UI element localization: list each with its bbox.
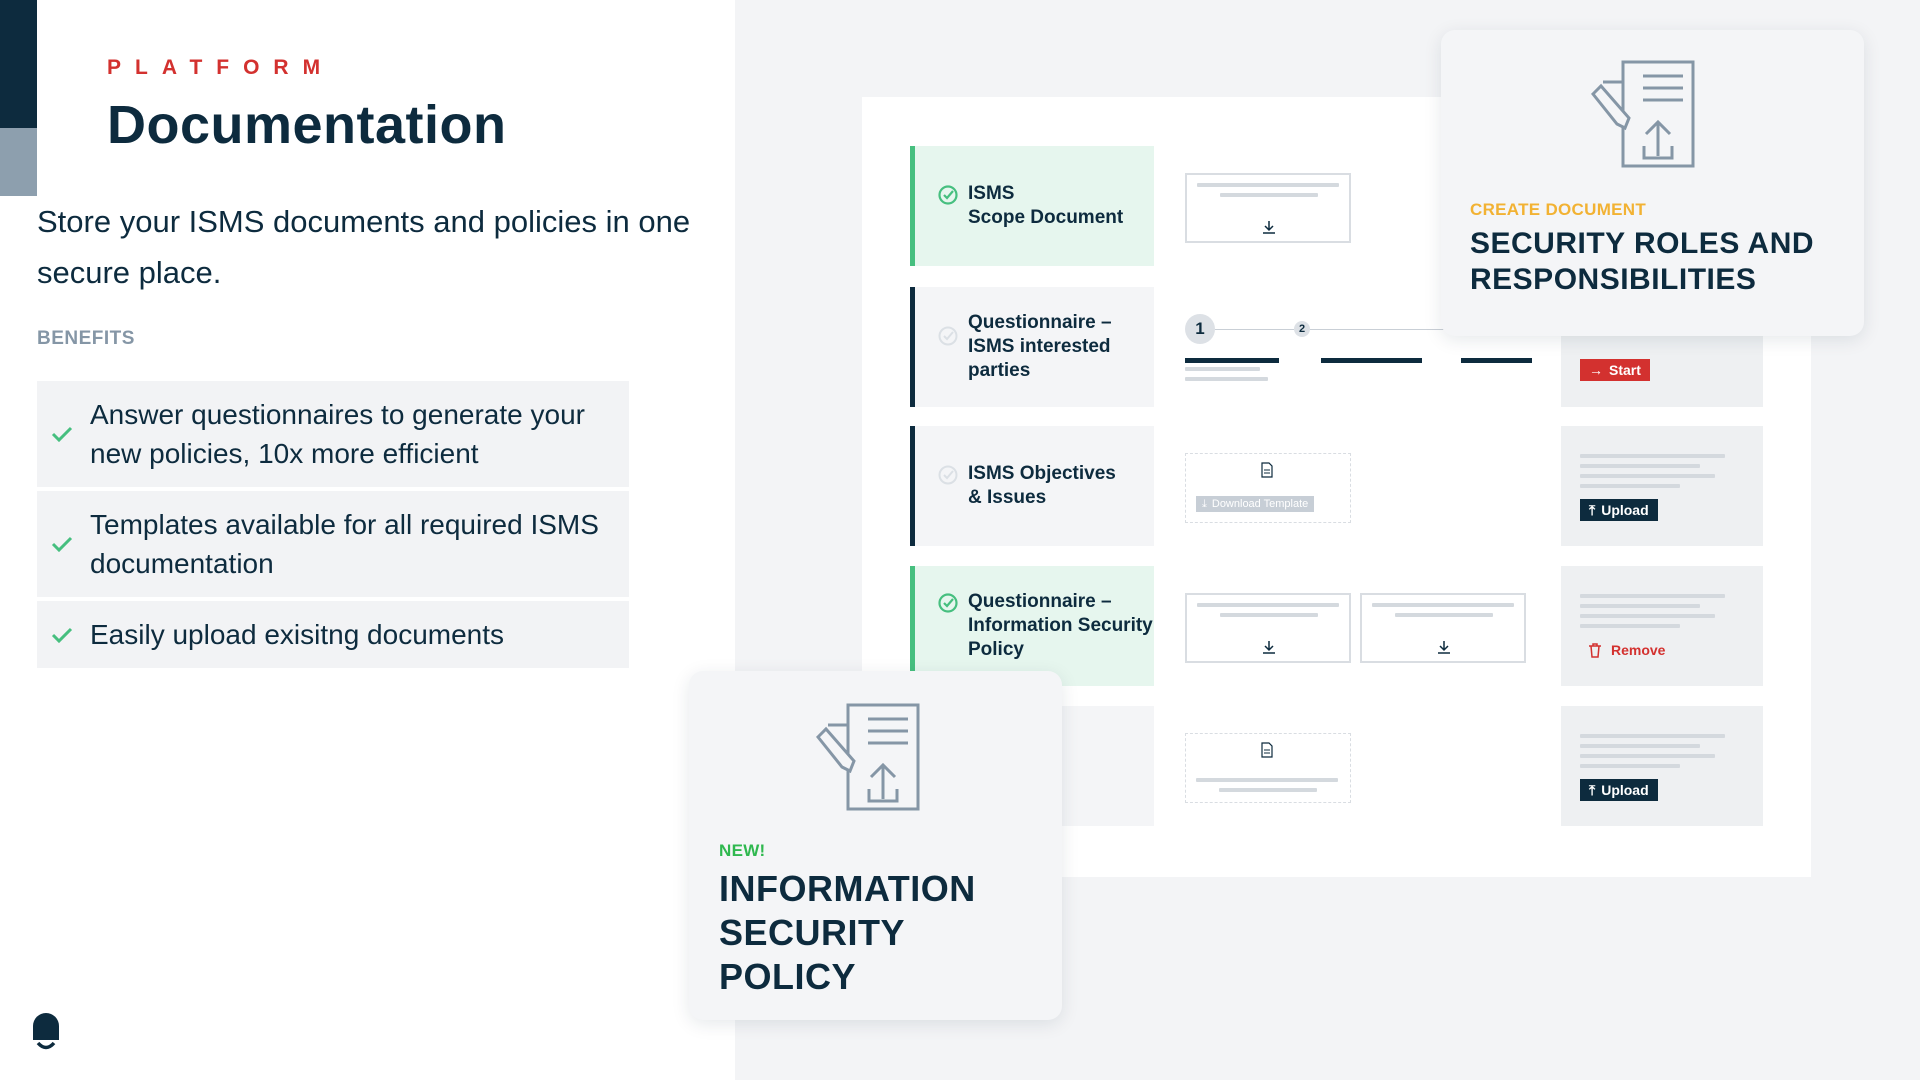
template-placeholder	[1185, 733, 1351, 803]
create-document-card[interactable]: CREATE DOCUMENT SECURITY ROLES AND RESPO…	[1441, 30, 1864, 336]
download-icon: ⤓	[1202, 497, 1207, 510]
card-kicker: CREATE DOCUMENT	[1470, 200, 1647, 219]
trash-icon	[1589, 642, 1601, 658]
page-subtitle: Store your ISMS documents and policies i…	[37, 204, 691, 290]
check-circle-icon	[938, 593, 958, 613]
check-icon	[51, 426, 73, 442]
benefits-label: BENEFITS	[37, 328, 135, 349]
step-indicator: 2	[1294, 321, 1310, 337]
document-thumbnail[interactable]	[1185, 173, 1351, 243]
download-template-button[interactable]: ⤓Download Template	[1196, 496, 1315, 512]
check-circle-icon	[938, 326, 958, 346]
download-icon[interactable]	[1436, 639, 1452, 655]
document-icon	[1261, 462, 1273, 478]
document-upload-icon	[815, 703, 920, 811]
benefit-item: Easily upload exisitng documents	[37, 601, 629, 668]
document-row[interactable]: ctives ⤒Upload	[910, 706, 1763, 826]
upload-button[interactable]: ⤒Upload	[1580, 499, 1658, 521]
row-label: Questionnaire – Information Security Pol…	[968, 591, 1153, 660]
page-title: Documentation	[107, 95, 507, 155]
row-label-cell: ISMS Objectives & Issues	[910, 426, 1154, 546]
card-title: SECURITY ROLES AND RESPONSIBILITIES	[1470, 227, 1815, 296]
row-label: ISMS Objectives & Issues	[968, 463, 1116, 508]
upload-button[interactable]: ⤒Upload	[1580, 779, 1658, 801]
card-kicker: NEW!	[719, 841, 766, 860]
row-label-cell: Questionnaire – ISMS interested parties	[910, 287, 1154, 407]
step-indicator: 1	[1185, 314, 1215, 344]
new-policy-card[interactable]: NEW! INFORMATION SECURITY POLICY	[689, 671, 1062, 1020]
row-label: ISMS Scope Document	[968, 183, 1124, 228]
upload-icon: ⤒	[1589, 781, 1596, 798]
row-label-cell: ISMS Scope Document	[910, 146, 1154, 266]
check-icon	[51, 627, 73, 643]
row-label: Questionnaire – ISMS interested parties	[968, 312, 1112, 381]
section-eyebrow: PLATFORM	[107, 56, 335, 79]
benefit-item: Answer questionnaires to generate your n…	[37, 381, 629, 487]
document-icon	[1261, 742, 1273, 758]
download-icon[interactable]	[1261, 219, 1277, 235]
brand-logo-icon	[33, 1013, 59, 1050]
upload-icon: ⤒	[1589, 501, 1596, 518]
benefit-text: Templates available for all required ISM…	[90, 509, 599, 579]
document-row[interactable]: Questionnaire – Information Security Pol…	[910, 566, 1763, 686]
left-panel: PLATFORM Documentation Store your ISMS d…	[0, 0, 735, 1080]
template-placeholder: ⤓Download Template	[1185, 453, 1351, 523]
row-label-cell: Questionnaire – Information Security Pol…	[910, 566, 1154, 686]
benefit-text: Easily upload exisitng documents	[90, 619, 505, 650]
accent-bar-dark	[0, 0, 37, 128]
accent-bar-light	[0, 128, 37, 196]
benefits-list: Answer questionnaires to generate your n…	[37, 381, 629, 672]
benefit-text: Answer questionnaires to generate your n…	[90, 399, 585, 469]
row-content	[1154, 706, 1561, 826]
document-upload-icon	[1590, 60, 1695, 168]
row-content: ⤓Download Template	[1154, 426, 1561, 546]
arrow-right-icon: →	[1589, 362, 1603, 378]
document-thumbnail[interactable]	[1185, 593, 1351, 663]
remove-button[interactable]: Remove	[1588, 642, 1665, 658]
start-button[interactable]: →Start	[1580, 359, 1650, 381]
check-circle-icon	[938, 185, 958, 205]
download-icon[interactable]	[1261, 639, 1277, 655]
check-icon	[51, 536, 73, 552]
card-title: INFORMATION SECURITY POLICY	[719, 868, 976, 997]
check-circle-icon	[938, 465, 958, 485]
document-thumbnail[interactable]	[1360, 593, 1526, 663]
benefit-item: Templates available for all required ISM…	[37, 491, 629, 597]
row-content	[1154, 566, 1561, 686]
document-row[interactable]: ISMS Objectives & Issues ⤓Download Templ…	[910, 426, 1763, 546]
